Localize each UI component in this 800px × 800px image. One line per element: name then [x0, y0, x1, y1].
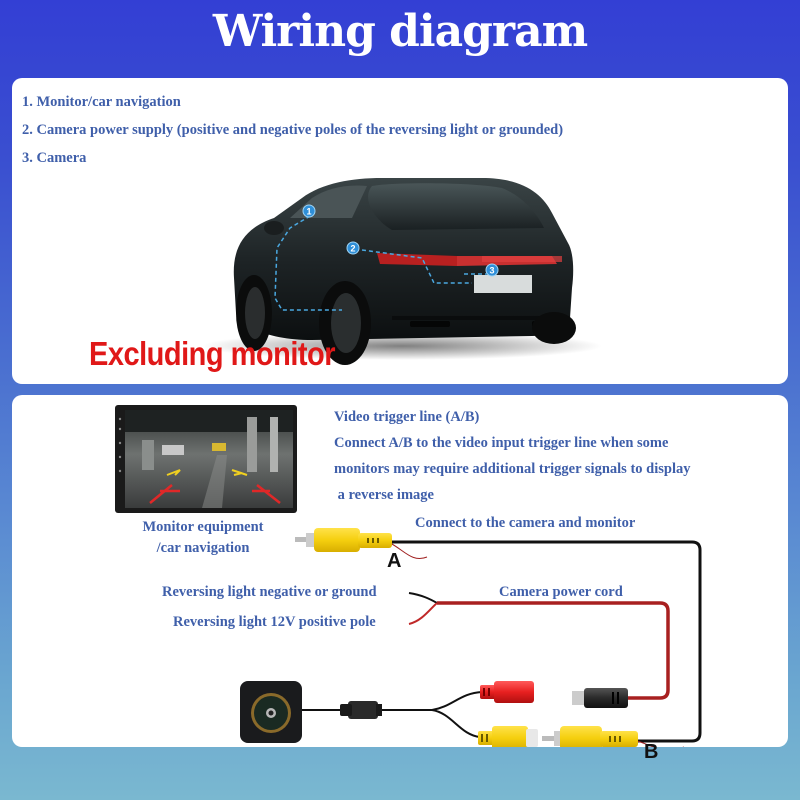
page-title: Wiring diagram: [212, 6, 588, 57]
rca-plug-a: [295, 528, 392, 552]
monitor-label-line1: Monitor equipment: [142, 519, 264, 535]
component-legend: 1. Monitor/car navigation 2. Camera powe…: [22, 88, 563, 172]
yellow-video-socket: [478, 726, 538, 747]
wiring-illustration: [115, 405, 702, 747]
video-trigger-description: Video trigger line (A/B) Connect A/B to …: [334, 404, 690, 508]
monitor-label: Monitor equipment /car navigation: [130, 517, 276, 559]
negative-ground-label: Reversing light negative or ground: [162, 584, 377, 600]
monitor-image: [115, 405, 297, 513]
car-illustration: 1 2 3: [202, 178, 602, 365]
svg-text:1: 1: [306, 207, 311, 217]
connect-camera-monitor-label: Connect to the camera and monitor: [415, 515, 636, 531]
video-trigger-heading: Video trigger line (A/B): [334, 409, 480, 425]
svg-text:2: 2: [350, 244, 355, 254]
marker-2: 2: [346, 241, 360, 255]
video-trigger-line2: monitors may require additional trigger …: [334, 461, 691, 477]
legend-item-camera: 3. Camera: [22, 150, 87, 166]
red-power-socket: [480, 681, 534, 703]
dc-power-plug: [572, 688, 628, 708]
point-a-label: A: [387, 550, 402, 572]
monitor-label-line2: /car navigation: [156, 540, 250, 556]
camera-power-cord-label: Camera power cord: [499, 584, 623, 600]
video-trigger-line1: Connect A/B to the video input trigger l…: [334, 435, 669, 451]
marker-3: 3: [485, 263, 499, 277]
marker-1: 1: [302, 204, 316, 218]
car-overview-panel: 1. Monitor/car navigation 2. Camera powe…: [12, 78, 788, 384]
point-b-label: B: [644, 741, 659, 763]
wiring-panel: Video trigger line (A/B) Connect A/B to …: [12, 395, 788, 763]
camera-image: [240, 681, 483, 743]
rca-plug-b: [542, 726, 638, 747]
video-trigger-line3: a reverse image: [334, 487, 434, 503]
positive-pole-label: Reversing light 12V positive pole: [173, 614, 376, 630]
svg-text:3: 3: [489, 266, 494, 276]
legend-item-power-supply: 2. Camera power supply (positive and neg…: [22, 122, 564, 138]
legend-item-monitor: 1. Monitor/car navigation: [22, 94, 181, 110]
excluding-monitor-label: Excluding monitor: [89, 336, 336, 373]
